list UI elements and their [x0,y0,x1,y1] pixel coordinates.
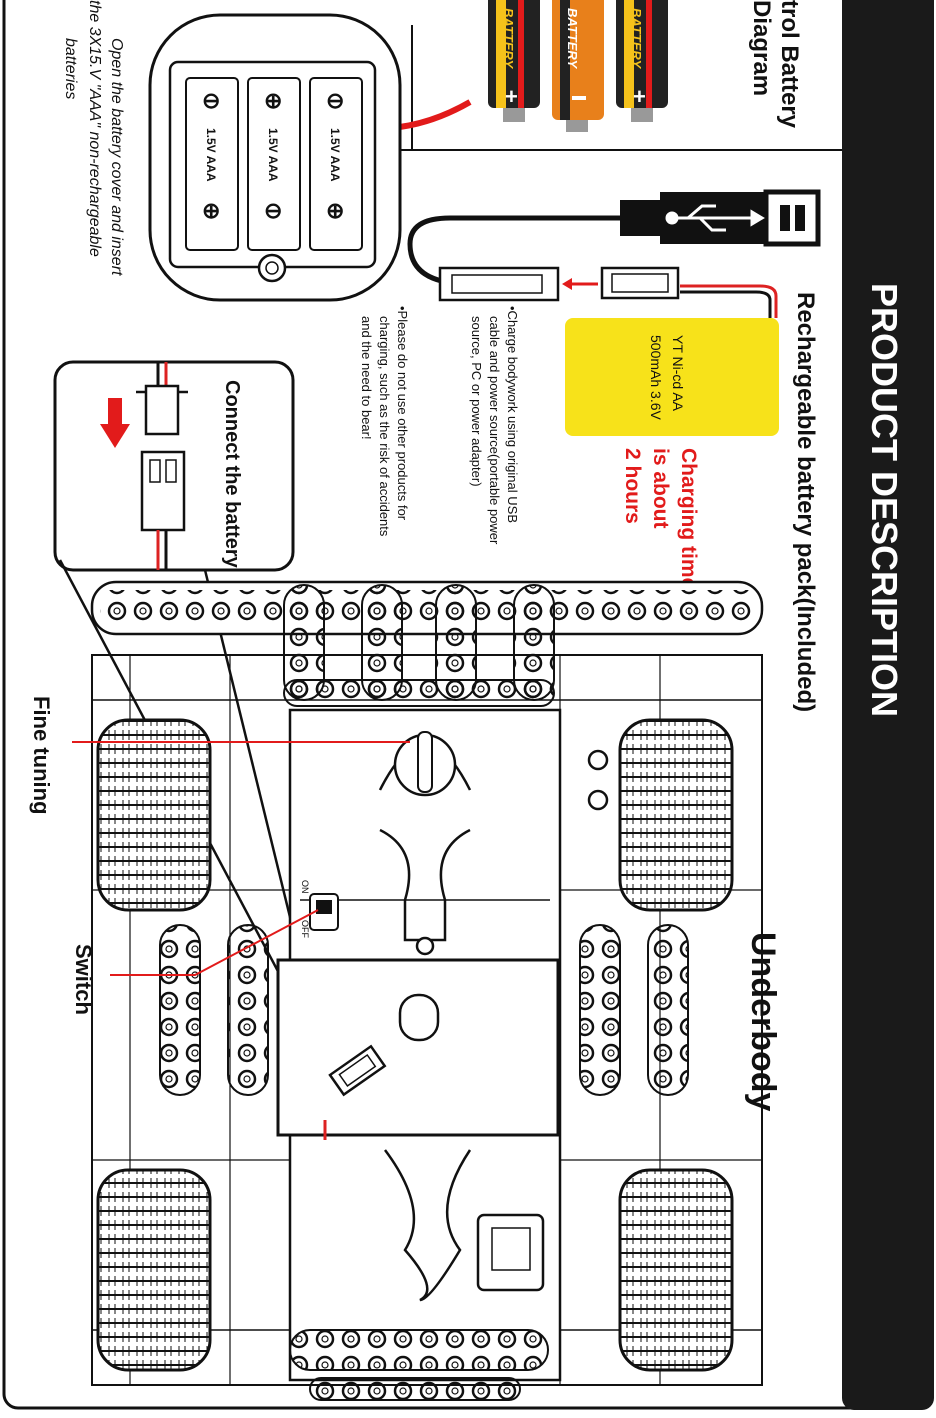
svg-text:+: + [633,84,646,109]
svg-text:⊕: ⊕ [202,198,220,223]
underbody-chassis: Underbody [90,580,782,1401]
wheel-front-left [96,718,212,912]
charge-note-2c: and the need to bear! [359,316,374,440]
remote-title-line1: trol Battery [776,0,803,129]
svg-text:⊖: ⊖ [202,88,220,113]
svg-text:+: + [505,84,518,109]
svg-text:⊖: ⊖ [264,198,282,223]
connector-top [144,384,180,436]
remote-battery-section: trol Battery Diagram BATTERY + BATTERY B… [62,0,842,302]
switch-on-label: ON [300,880,310,894]
insert-arrow [389,99,472,131]
wheel-front-right [618,718,734,912]
charging-time-line1: Charging time [677,448,700,589]
battery-slot-3-label: 1.5V AAA [204,128,218,182]
charging-time-line3: 2 hours [621,448,644,524]
front-beams [283,584,555,707]
chassis-connector [328,1044,387,1097]
remote-note-line2: the 3X15.V "AAA" non-rechargeable [86,0,103,257]
remote-note-line3: batteries [62,38,79,99]
svg-text:⊖: ⊖ [326,88,344,113]
usb-side-connector [438,266,560,302]
switch-off-label: OFF [300,920,310,938]
battery-pack-title: Rechargeable battery pack(Included) [792,292,819,712]
wheel-rear-left [96,1168,212,1372]
remote-title-line2: Diagram [748,0,775,96]
screw-icon [257,253,287,283]
battery-cell-2-label: BATTERY [565,8,580,70]
page-title: PRODUCT DESCRIPTION [864,283,905,717]
battery-pack [565,318,779,436]
header: PRODUCT DESCRIPTION [842,0,934,1410]
connect-battery-label: Connect the battery [221,380,243,569]
switch-label: Switch [71,944,96,1015]
charge-note-2a: •Please do not use other products for [395,306,410,521]
battery-box [276,958,560,1137]
push-down-arrow-icon [100,424,130,448]
charge-note-1a: •Charge bodywork using original USB [505,306,520,523]
svg-text:⊕: ⊕ [264,88,282,113]
switch-callout: Switch [71,909,319,1015]
battery-pack-spec: 500mAh 3.6V [648,335,664,420]
pack-connector [600,266,680,300]
fine-tuning-label: Fine tuning [29,696,54,815]
battery-cell-2: BATTERY [552,0,604,132]
battery-slot-2: 1.5V AAA ⊕ ⊖ [247,77,301,251]
connector-bottom [140,450,186,532]
svg-text:⊕: ⊕ [326,198,344,223]
header-band [842,0,934,1410]
connect-arrow-icon [562,278,572,290]
battery-cell-1-label: BATTERY [501,8,516,70]
battery-pack-section: Rechargeable battery pack(Included) YT N… [359,189,821,712]
wheels [96,718,734,1372]
charge-note-2b: charging, such as the risk of accidents [377,316,392,537]
usb-icon [665,204,765,232]
remote-note-line1: Open the battery cover and insert [108,38,125,276]
battery-slot-1-label: 1.5V AAA [328,128,342,182]
charge-note-1c: source, PC or power adapter) [469,316,484,487]
battery-slot-3: 1.5V AAA ⊖ ⊕ [185,77,239,251]
charging-time-line2: is about [649,448,672,529]
fine-tuning-callout: Fine tuning [29,696,410,815]
battery-cell-3-label: BATTERY [629,8,644,70]
battery-cell-1: BATTERY + [488,0,540,122]
battery-pack-model: YT Ni-cd AA [670,335,686,412]
battery-slot-2-label: 1.5V AAA [266,128,280,182]
charge-note-1b: cable and power source(portable power [487,316,502,545]
battery-cell-3: BATTERY + [616,0,668,122]
battery-slot-1: 1.5V AAA ⊖ ⊕ [309,77,363,251]
wheel-rear-right [618,1168,734,1372]
